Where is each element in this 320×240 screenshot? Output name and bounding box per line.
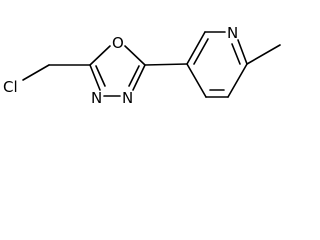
atom-label-oxygen: O xyxy=(112,34,124,52)
bond-n3-c2-double xyxy=(95,65,106,87)
atom-label-pyridine-nitrogen: N xyxy=(227,24,238,42)
atom-label-chlorine: Cl xyxy=(3,78,18,96)
bond-pyr-n1-c6-double xyxy=(231,43,241,65)
atom-labels: Cl O N N N xyxy=(3,24,238,107)
bond-methyl xyxy=(246,44,281,65)
bond-pyr-c6-c5 xyxy=(227,63,248,98)
bond-c5-n4 xyxy=(132,64,146,91)
atom-label-nitrogen-n4: N xyxy=(122,89,133,107)
bond-o1-c5 xyxy=(124,45,146,66)
bond-c5-n4-double xyxy=(128,65,140,87)
bond-c2-o1 xyxy=(89,45,111,66)
molecule-structure: Cl O N N N xyxy=(3,24,281,107)
bond-pyr-c3-c2-double xyxy=(193,38,209,65)
bond-c5-pyridine xyxy=(144,63,188,66)
bonds xyxy=(22,31,281,98)
bond-cl-ch2 xyxy=(22,64,50,81)
atom-label-nitrogen-n3: N xyxy=(91,89,102,107)
bond-pyr-c3-c2 xyxy=(186,31,206,65)
bond-n3-c2 xyxy=(89,64,101,91)
bond-pyr-n1-c6 xyxy=(237,39,248,65)
bond-pyr-c4-c3 xyxy=(186,63,207,98)
